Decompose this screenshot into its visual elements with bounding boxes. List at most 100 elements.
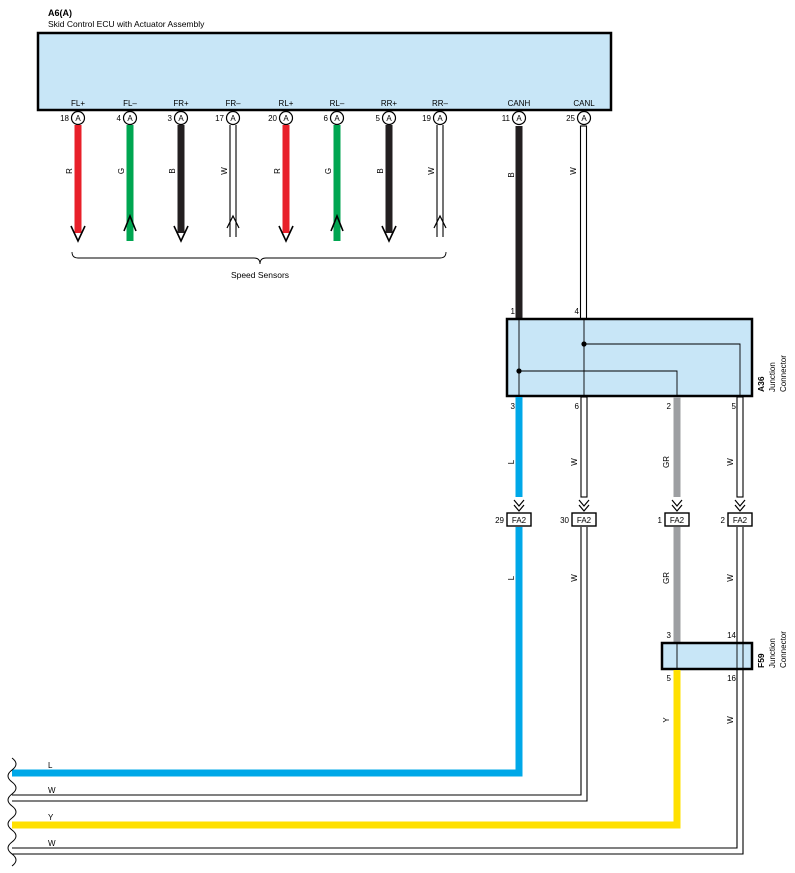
fa2-chevron: [578, 499, 590, 507]
f59-top-pin-14: 14: [727, 631, 736, 640]
terminal-connector-letter: A: [178, 114, 184, 123]
fa2-chevron: [578, 504, 590, 512]
fa2-box: [664, 512, 690, 527]
sensor-wire-code: R: [273, 168, 282, 174]
a36-bottom-pin-6: 6: [575, 402, 580, 411]
terminal-connector-circle: [122, 110, 138, 126]
speed-sensors-label: Speed Sensors: [231, 270, 289, 280]
fa2-box: [571, 512, 597, 527]
f59-bottom-pin-16: 16: [727, 674, 736, 683]
fa2-chevron: [671, 499, 683, 507]
wire-w-lower-1-inner: [12, 527, 588, 802]
a36-splice-dot-canh: [516, 368, 522, 374]
wire-w-exit-inner: [12, 670, 744, 855]
sensor-wire-arrow: [70, 225, 86, 243]
terminal-fl-plus: FL+18 A R: [60, 99, 86, 243]
fa2-connector-pin-29: FA2 29: [495, 499, 532, 527]
terminal-pin-number: 20: [268, 114, 277, 123]
exit-wire-code-l: L: [48, 761, 53, 770]
terminal-label: CANH: [508, 99, 531, 108]
fa2-name: FA2: [670, 516, 685, 525]
terminal-connector-letter: A: [283, 114, 289, 123]
exit-wire-labels: L W Y W: [48, 761, 56, 848]
sensor-wire-code: W: [220, 167, 229, 175]
sensor-wire-code: R: [65, 168, 74, 174]
fa2-chevron: [734, 504, 746, 512]
break-mark: [7, 757, 17, 867]
fa2-chevron: [671, 504, 683, 512]
exit-wire-code-y: Y: [48, 813, 54, 822]
fa2-box: [506, 512, 532, 527]
ecu-name: Skid Control ECU with Actuator Assembly: [48, 19, 205, 29]
terminal-label: FL+: [71, 99, 85, 108]
terminal-connector-letter: A: [75, 114, 81, 123]
wire-w-upper-2: [736, 396, 744, 498]
a36-id: A36: [756, 376, 766, 392]
exit-wire-code-w1: W: [48, 786, 56, 795]
fa2-chevron: [513, 499, 525, 507]
terminal-pin-number: 18: [60, 114, 69, 123]
wire-w-exit-outer: [12, 670, 738, 849]
junction-connector-f59: 3 14 F59 Junction Connector 5 16: [660, 631, 788, 683]
terminal-connector-letter: A: [230, 114, 236, 123]
wire-code-w-lower-2: W: [726, 574, 735, 582]
a36-internal-bus-canl: [583, 319, 741, 396]
terminal-pin-number: 25: [566, 114, 575, 123]
fa2-pin-number: 29: [495, 516, 504, 525]
terminal-label: RL–: [330, 99, 345, 108]
sensor-wire-arrow: [226, 214, 240, 229]
fa2-name: FA2: [512, 516, 527, 525]
terminal-connector-letter: A: [386, 114, 392, 123]
f59-name-line1: Junction: [768, 638, 777, 668]
wire-code-l-upper: L: [507, 459, 516, 464]
a36-internal-bus-canh: [518, 319, 678, 396]
a36-bottom-pin-3: 3: [511, 402, 516, 411]
exit-wire-code-w2: W: [48, 839, 56, 848]
wire-code-gr-lower: GR: [662, 572, 671, 584]
terminal-pin-number: 6: [324, 114, 329, 123]
terminal-label: RR–: [432, 99, 449, 108]
terminal-connector-letter: A: [437, 114, 443, 123]
terminal-pin-number: 4: [117, 114, 122, 123]
fa2-chevron: [734, 499, 746, 507]
terminal-pin-number: 11: [502, 114, 511, 123]
sensor-wire-code: B: [376, 168, 385, 173]
wires-a36-to-fa2: L W GR W: [507, 396, 744, 498]
junction-connector-a36: A36 Junction Connector: [505, 317, 788, 398]
terminal-connector-circle: [381, 110, 397, 126]
sensor-wire-arrow: [330, 213, 344, 232]
wire-code-w-f59: W: [726, 716, 735, 724]
terminal-label: RR+: [381, 99, 398, 108]
fa2-pin-number: 30: [560, 516, 569, 525]
ecu-box: [36, 31, 613, 112]
sensor-wire-arrow: [278, 225, 294, 243]
speed-sensors-brace: [71, 251, 447, 265]
terminal-pin-number: 3: [168, 114, 173, 123]
sensor-wire-arrow: [123, 213, 137, 232]
a36-bottom-pin-5: 5: [732, 402, 737, 411]
wire-code-w-lower-1: W: [570, 574, 579, 582]
wire-w-lower-1-outer: [12, 527, 582, 796]
fa2-name: FA2: [577, 516, 592, 525]
wire-w-upper-1: [580, 396, 588, 498]
terminal-connector-circle: [278, 110, 294, 126]
wires-below-fa2: L W GR W: [12, 527, 744, 802]
f59-bottom-pin-5: 5: [667, 674, 672, 683]
canl-wire: [579, 125, 588, 320]
fa2-name: FA2: [733, 516, 748, 525]
wire-l-lower: [12, 527, 523, 777]
can-wires-ecu-to-a36: B W 1 4: [507, 125, 588, 320]
terminal-connector-circle: [432, 110, 448, 126]
terminal-connector-circle: [576, 110, 592, 126]
a36-box: [505, 317, 754, 398]
sensor-wire-code: B: [168, 168, 177, 173]
wire-code-gr-upper: GR: [662, 456, 671, 468]
